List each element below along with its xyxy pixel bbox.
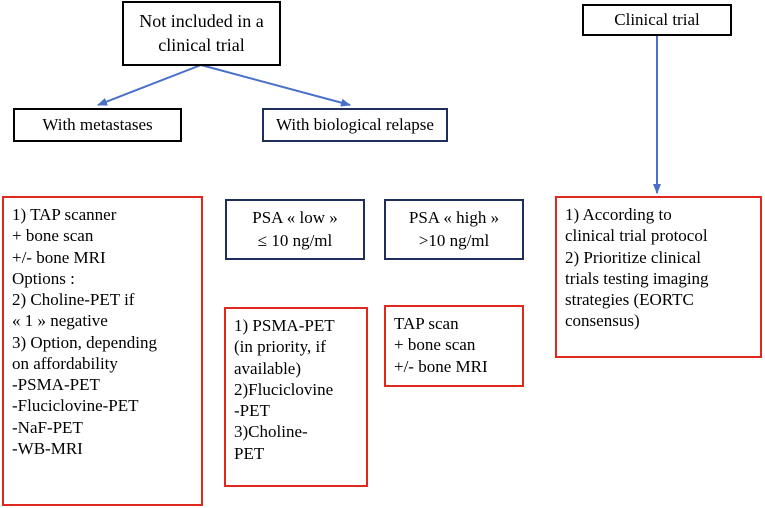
metastases-options-box: 1) TAP scanner + bone scan +/- bone MRI … bbox=[2, 196, 203, 506]
not-included-box: Not included in a clinical trial bbox=[122, 1, 281, 66]
psa-high-option-line: +/- bone MRI bbox=[394, 356, 488, 376]
clinical-trial-box: Clinical trial bbox=[582, 4, 732, 36]
psa-high-box: PSA « high » >10 ng/ml bbox=[384, 199, 524, 260]
with-metastases-label: With metastases bbox=[42, 114, 153, 134]
clinical-trial-option-line: clinical trial protocol bbox=[565, 226, 708, 246]
metastases-option-line: -NaF-PET bbox=[12, 417, 83, 437]
psa-low-option-line: (in priority, if bbox=[234, 337, 326, 357]
clinical-trial-option-line: 2) Prioritize clinical bbox=[565, 247, 701, 267]
metastases-option-line: + bone scan bbox=[12, 226, 94, 246]
metastases-option-line: 2) Choline-PET if bbox=[12, 290, 135, 309]
metastases-option-line: -Fluciclovine-PET bbox=[12, 396, 139, 416]
metastases-option-line: +/- bone MRI bbox=[12, 247, 106, 267]
psa-low-option-line: 1) PSMA-PET bbox=[234, 316, 335, 335]
metastases-option-line: 3) Option, depending bbox=[12, 332, 157, 352]
arrow-to-biological-relapse bbox=[200, 64, 351, 107]
psa-high-option-line: + bone scan bbox=[394, 335, 476, 355]
metastases-option-line: Options : bbox=[12, 268, 75, 288]
psa-low-option-line: -PET bbox=[234, 401, 270, 420]
psa-low-box: PSA « low » ≤ 10 ng/ml bbox=[225, 199, 365, 260]
psa-low-option-line: available) bbox=[234, 358, 302, 378]
biological-relapse-box: With biological relapse bbox=[262, 108, 448, 142]
metastases-option-line: -PSMA-PET bbox=[12, 375, 100, 394]
not-included-label: Not included in a clinical trial bbox=[139, 11, 264, 55]
with-metastases-box: With metastases bbox=[13, 108, 182, 142]
psa-high-options-box: TAP scan + bone scan +/- bone MRI bbox=[384, 305, 524, 387]
psa-low-options-box: 1) PSMA-PET (in priority, if available) … bbox=[224, 307, 368, 487]
arrow-to-metastases bbox=[97, 64, 202, 106]
metastases-option-line: on affordability bbox=[12, 353, 118, 373]
clinical-trial-options-box: 1) According to clinical trial protocol … bbox=[555, 196, 762, 358]
psa-low-option-line: 3)Choline- bbox=[234, 422, 308, 442]
metastases-option-line: « 1 » negative bbox=[12, 311, 108, 331]
psa-low-option-line: PET bbox=[234, 443, 265, 463]
psa-high-option-line: TAP scan bbox=[394, 314, 459, 333]
metastases-option-line: 1) TAP scanner bbox=[12, 205, 117, 224]
clinical-trial-label: Clinical trial bbox=[614, 9, 700, 29]
psa-low-label: PSA « low » ≤ 10 ng/ml bbox=[252, 208, 338, 250]
clinical-trial-option-line: 1) According to bbox=[565, 205, 672, 224]
psa-low-option-line: 2)Fluciclovine bbox=[234, 379, 334, 399]
clinical-trial-option-line: strategies (EORTC bbox=[565, 290, 694, 309]
psa-high-label: PSA « high » >10 ng/ml bbox=[408, 208, 500, 250]
clinical-trial-option-line: trials testing imaging bbox=[565, 268, 709, 288]
biological-relapse-label: With biological relapse bbox=[276, 114, 434, 134]
clinical-trial-option-line: consensus) bbox=[565, 311, 640, 331]
metastases-option-line: -WB-MRI bbox=[12, 438, 83, 458]
